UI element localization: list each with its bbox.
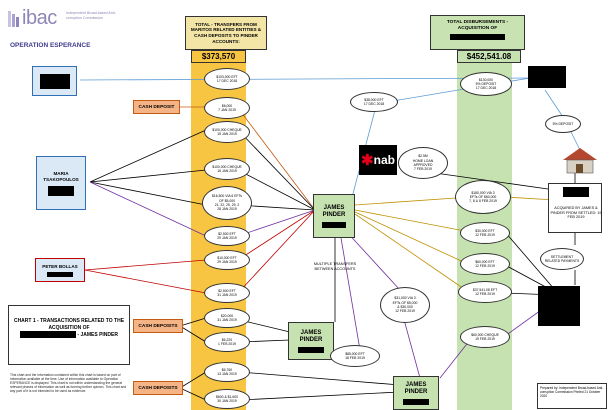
person-maria-label: MARIA TSAKOPOULOS: [43, 170, 79, 182]
chart-title-box: CHART 1 - TRANSACTIONS RELATED TO THE AC…: [8, 305, 130, 365]
transfers-total: $373,570: [191, 50, 246, 63]
transaction-oval: $2,500 EFT 31 JAN 2019: [204, 283, 250, 303]
nab-word: nab: [373, 153, 395, 167]
redaction-block: [39, 73, 70, 89]
disbursement-oval: $30,000 EFT 12 FEB 2019: [460, 222, 510, 244]
redacted-entity-top: [32, 66, 77, 96]
person-peter-box: PETER BOLLAS: [35, 258, 85, 282]
pinder-box-main: JAMES PINDER: [313, 194, 355, 238]
transaction-oval: $85,000 EFT 18 FEB 2019: [330, 345, 380, 367]
footnote: This chart and the information contained…: [10, 373, 127, 394]
transaction-oval: $100,000 CHEQUE 16 JAN 2019: [204, 158, 250, 180]
transaction-oval: $6,000 7 JAN 2019: [204, 97, 250, 119]
pinder-label: JAMES PINDER: [299, 329, 323, 343]
transaction-oval: $16,500 VIA 6 EFTs OF $5,000 21, 22, 25,…: [202, 186, 252, 220]
chart-title: CHART 1 - TRANSACTIONS RELATED TO THE AC…: [13, 318, 125, 331]
disbursement-oval: $180,000 VIA 3 EFTs OF $60,000 7, 8 & 8 …: [455, 180, 511, 214]
line-maria-1: [89, 129, 207, 183]
transaction-oval: $20,000 31 JAN 2019: [204, 308, 250, 328]
operation-name: OPERATION ESPERANCE: [10, 42, 91, 49]
cash-deposit-box-2: CASH DEPOSITS: [133, 319, 183, 333]
logo-word: ibac: [22, 7, 57, 29]
redaction-bar: [450, 34, 505, 40]
redaction-block: [563, 187, 589, 197]
line-blue-top: [79, 77, 531, 81]
line-maria-2: [89, 169, 207, 183]
transaction-oval: $103,000 EFT 17 DEC 2018: [204, 68, 250, 90]
transaction-oval: $100,000 CHEQUE 15 JAN 2019: [204, 121, 250, 143]
redacted-recipient-bottom: [538, 286, 580, 326]
acquired-label: ACQUIRED BY JAMES & PINDER FROM SETTLED:…: [550, 206, 602, 220]
property-box: ACQUIRED BY JAMES & PINDER FROM SETTLED:…: [548, 183, 602, 233]
logo-tagline: Independent Broad-based Anti-corruption …: [66, 11, 116, 20]
person-maria-box: MARIA TSAKOPOULOS: [36, 156, 86, 210]
disbursement-oval: $37,541.08 EFT 12 FEB 2019: [458, 281, 512, 303]
person-peter-label: PETER BOLLAS: [42, 263, 78, 269]
disbursement-oval: $60,000 CHEQUE 19 FEB 2019: [460, 326, 510, 348]
transaction-oval: $6,760 13 JAN 2019: [204, 362, 250, 382]
disbursements-total: $452,541.08: [457, 50, 521, 63]
cash-deposit-box-3: CASH DEPOSITS: [133, 381, 183, 395]
line-peter-2: [84, 269, 207, 294]
pinder-label: JAMES PINDER: [322, 204, 346, 218]
redaction-block: [403, 398, 429, 405]
transaction-oval: $2,500 EFT 29 JAN 2019: [204, 226, 250, 246]
transfers-header: TOTAL - TRANSFERS FROM MARITOS RELATED E…: [185, 16, 267, 50]
pinder-box-2: JAMES PINDER: [288, 322, 334, 360]
transaction-oval: $10,000 EFT 29 JAN 2019: [204, 250, 250, 270]
transaction-oval: $600 & $1,600 30 JAN 2019: [204, 389, 250, 409]
line-t2-pinder: [237, 107, 316, 211]
cash-deposit-box-1: CASH DEPOSIT: [133, 100, 180, 114]
settlement-oval: SETTLEMENT RELATED PAYMENTS: [540, 248, 584, 270]
line-peter-1: [84, 259, 207, 271]
transaction-oval: $2.5M HOME LOAN APPROVED 7 FEB 2019: [398, 147, 448, 179]
line-maria-4: [89, 181, 207, 237]
disbursement-oval: $130,000 5% DEPOSIT 17 DEC 2018: [460, 72, 512, 96]
nab-logo: ✱ nab: [359, 145, 397, 175]
multiple-transfers-label: MULTIPLE TRANSFERS BETWEEN ACCOUNTS: [313, 262, 357, 271]
chart-title-suffix: - JAMES PINDER: [77, 331, 118, 338]
disbursements-title: TOTAL DISBURSEMENTS - ACQUISITION OF: [446, 20, 509, 31]
ibac-logo-mark-icon: [8, 11, 19, 27]
ibac-logo: ibac Independent Broad-based Anti-corrup…: [6, 4, 126, 32]
house-icon: [563, 148, 597, 174]
five-percent-oval: 5% DEPOSIT: [545, 115, 581, 133]
redaction-block: [322, 221, 346, 228]
disbursements-header: TOTAL DISBURSEMENTS - ACQUISITION OF: [430, 15, 525, 50]
redaction-block: [298, 346, 324, 353]
line-maria-3: [89, 181, 207, 206]
redaction-block: [20, 331, 77, 338]
pinder-box-3: JAMES PINDER: [393, 376, 439, 410]
redacted-recipient-top: [528, 66, 566, 88]
transaction-oval: $31,000 VIA 3 EFTs OF $5,000 & $30,000 1…: [380, 287, 430, 323]
redaction-block: [47, 271, 73, 277]
transaction-oval: $38,000 EFT 17 DEC 2018: [350, 92, 398, 112]
prepared-by: Prepared by: Independent Broad-based Ant…: [537, 383, 607, 409]
nab-star-icon: ✱: [361, 152, 374, 169]
pinder-label: JAMES PINDER: [404, 381, 428, 395]
disbursement-oval: $60,000 EFT 12 FEB 2019: [460, 253, 510, 275]
transaction-oval: $6,220 1 FEB 2019: [204, 332, 250, 352]
redaction-block: [48, 185, 74, 196]
